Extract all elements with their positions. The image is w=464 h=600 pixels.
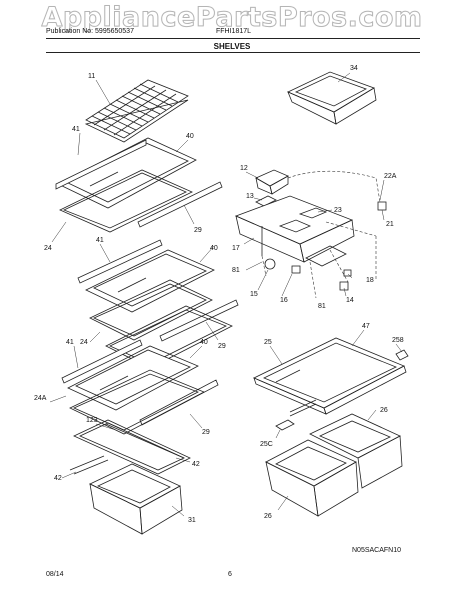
glass-shelf-1 [55, 137, 223, 233]
crisper-cover-glass [253, 337, 409, 415]
callout-25c: 25C [260, 441, 273, 448]
control-housing [234, 169, 387, 291]
watermark-logo: AppliancePartsPros.com [41, 2, 423, 34]
callout-40-mid: 40 [210, 245, 218, 252]
callout-11: 11 [88, 73, 95, 80]
header-rule-top [46, 38, 420, 39]
callout-13: 13 [246, 193, 254, 200]
callout-47: 47 [362, 323, 370, 330]
callout-21: 21 [386, 221, 394, 228]
callout-23: 23 [334, 207, 342, 214]
model-number: FFHI1817L [216, 28, 252, 35]
crisper-drawer-right [309, 413, 403, 489]
callout-16: 16 [280, 297, 288, 304]
callout-29-top: 29 [194, 227, 202, 234]
callout-40-top: 40 [186, 133, 194, 140]
callout-24-mid: 24 [80, 339, 88, 346]
callout-26-left: 26 [264, 513, 272, 520]
callout-12: 12 [240, 165, 248, 172]
page-number: 6 [228, 571, 232, 578]
callout-41-mid: 41 [96, 237, 104, 244]
publication-number: Publication No: 5995650537 [46, 28, 134, 35]
wire-shelf [84, 79, 189, 143]
callout-31: 31 [188, 517, 196, 524]
crisper-cover-frame [73, 419, 191, 475]
callout-22a: 22A [384, 173, 397, 180]
callout-29-low: 29 [202, 429, 210, 436]
diagram-code: N05SACAFN10 [352, 547, 402, 554]
page-title: SHELVES [213, 42, 251, 51]
glass-shelf-2 [77, 239, 239, 369]
callout-81-right: 81 [318, 303, 326, 310]
callout-14: 14 [346, 297, 354, 304]
glass-shelf-3 [61, 339, 219, 435]
header-rule-bottom [46, 52, 420, 53]
callout-42-right: 42 [192, 461, 200, 468]
callout-17: 17 [232, 245, 240, 252]
callout-40-low: 40 [200, 339, 208, 346]
crisper-drawer-left [265, 439, 359, 517]
callout-34: 34 [350, 65, 358, 72]
callout-258: 258 [392, 337, 404, 344]
callout-26-right: 26 [380, 407, 388, 414]
callout-29-mid: 29 [218, 343, 226, 350]
callout-25: 25 [264, 339, 272, 346]
callout-42-left: 42 [54, 475, 62, 482]
callout-123: 123 [86, 417, 98, 424]
callout-18: 18 [366, 277, 374, 284]
callout-81-left: 81 [232, 267, 240, 274]
footer-date: 08/14 [46, 571, 64, 578]
callout-24a: 24A [34, 395, 47, 402]
crisper-drawer-bottom [69, 455, 183, 535]
callout-15: 15 [250, 291, 258, 298]
callout-41-top: 41 [72, 126, 80, 133]
deli-drawer [287, 71, 377, 125]
callout-24-top: 24 [44, 245, 52, 252]
slide-clip [275, 399, 317, 431]
callout-41-low: 41 [66, 339, 74, 346]
